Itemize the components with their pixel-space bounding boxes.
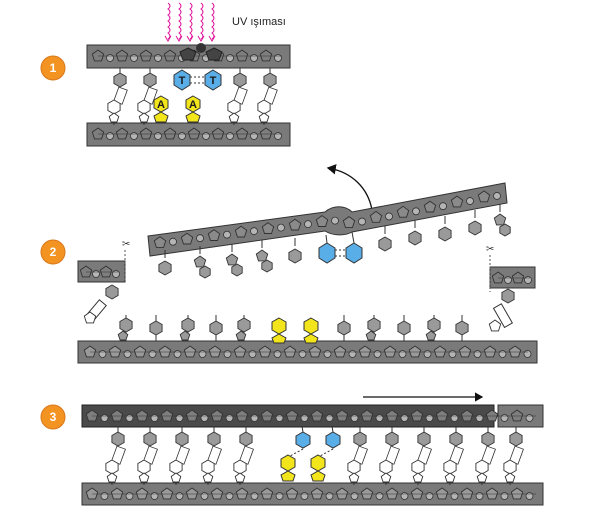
panel-2: 2 ✂ ✂ [40,164,538,364]
excised-bases [158,204,511,279]
step-badge-2: 2 [40,239,66,265]
uv-rays-icon [164,2,216,42]
repaired-adenine-1 [280,454,296,472]
bottom-strand-1 [86,122,291,147]
excised-thymine-2 [345,242,363,264]
step-badge-3: 3 [40,404,66,430]
curved-removal-arrow [326,164,373,211]
template-adenines-2 [271,317,319,344]
thymine-base-2 [204,69,222,91]
strand-stub-details [79,265,532,332]
repaired-adenine-2 [310,454,326,472]
thymine-base-1 [173,69,191,91]
panel-1: UV ışıması 1 T T A A [40,2,291,147]
backbone-bottom-3 [85,487,536,500]
base-pairs-3 [105,427,524,485]
adenine-pair: A A [153,95,201,123]
step-number-2: 2 [50,245,57,259]
thymine-dimer: T T [173,43,223,91]
adenine-label-2: A [189,99,197,111]
excised-backbone [153,190,501,249]
template-backbone-2 [83,345,532,358]
step-number-1: 1 [50,61,57,75]
excised-thymine-1 [318,242,336,264]
repaired-thymine-1 [295,431,311,449]
step-badge-1: 1 [40,55,66,81]
repaired-pair [280,425,341,482]
adenine-label-1: A [157,99,165,111]
thymine-label-1: T [179,75,186,87]
thymine-label-2: T [210,75,217,87]
svg-text:✂: ✂ [486,244,494,255]
backbone-top-3 [85,409,536,422]
panel-3: 3 [40,392,544,506]
scissors-icon: ✂ [486,244,494,292]
template-bases-2 [117,315,469,341]
step-number-3: 3 [50,410,57,424]
scissors-icon: ✂ [122,239,130,282]
excised-dimer [318,231,363,264]
base-pairs-1 [107,68,278,125]
backbone-bottom-1 [91,127,282,140]
uv-label: UV ışıması [232,16,286,28]
repaired-thymine-2 [325,431,341,449]
svg-text:✂: ✂ [122,239,130,250]
